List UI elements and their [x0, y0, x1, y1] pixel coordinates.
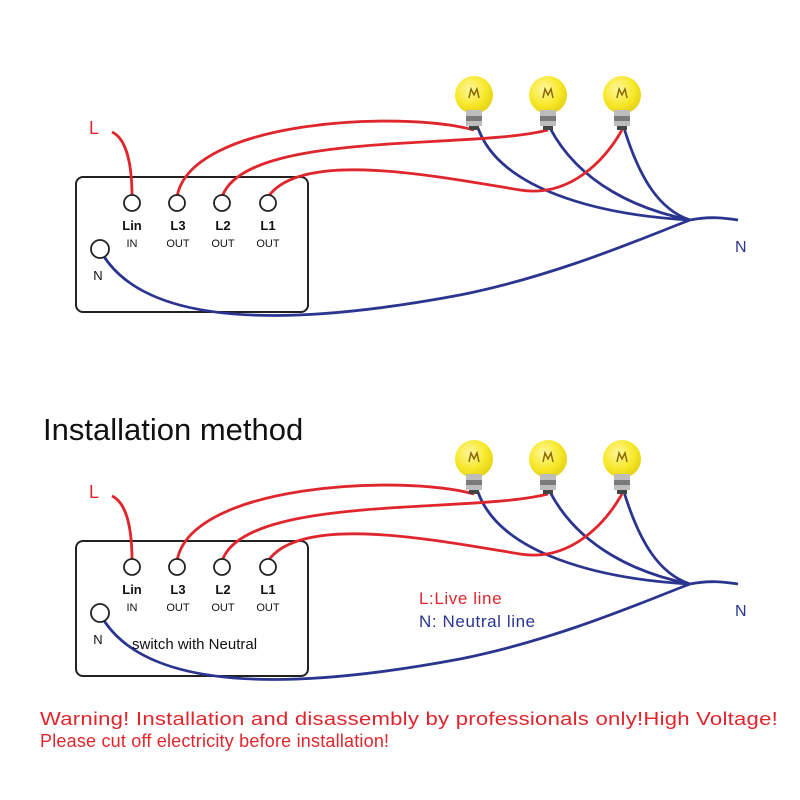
bottom-terminal-label: L1 [260, 582, 275, 597]
bottom-terminal-sublabel: IN [127, 602, 138, 614]
bottom-neutral-label: N [735, 603, 747, 620]
top-terminal-l2 [213, 194, 231, 212]
bottom-neutral-wire-bulb1 [476, 491, 691, 586]
top-live-wire-l3 [175, 119, 475, 198]
bottom-terminal-label: Lin [122, 582, 142, 597]
bottom-terminal-lin [123, 558, 141, 576]
top-terminal-l1 [259, 194, 277, 212]
bottom-terminal-sublabel: OUT [211, 602, 235, 614]
bottom-neutral-wire-bulb3 [622, 491, 691, 586]
bulb-icon [603, 440, 641, 494]
box-caption: switch with Neutral [132, 636, 257, 653]
top-terminal-sublabel: OUT [256, 238, 280, 250]
top-live-wire-l1 [266, 129, 624, 198]
top-neutral-main-wire [101, 218, 691, 317]
top-terminal-sublabel: OUT [211, 238, 235, 250]
top-neutral-terminal-label: N [93, 268, 102, 283]
top-terminal-label: L1 [260, 218, 275, 233]
bottom-neutral-wire-bulb2 [548, 491, 691, 586]
top-terminal-label: L3 [170, 218, 185, 233]
bottom-terminal-l1 [259, 558, 277, 576]
bottom-terminal-n [90, 603, 110, 623]
top-terminal-label: L2 [215, 218, 230, 233]
bottom-live-input-wire [111, 494, 134, 562]
bottom-live-wire-l3 [175, 483, 475, 562]
top-terminal-label: Lin [122, 218, 142, 233]
bottom-neutral-terminal-label: N [93, 632, 102, 647]
bottom-terminal-l2 [213, 558, 231, 576]
bottom-switch-box [75, 540, 309, 677]
bottom-neutral-out-wire [689, 580, 739, 586]
top-neutral-wire-bulb3 [622, 127, 691, 222]
top-live-label: L [89, 118, 99, 138]
top-live-wire-l2 [220, 128, 549, 198]
bottom-terminal-label: L3 [170, 582, 185, 597]
bulb-icon [455, 440, 493, 494]
top-switch-box [75, 176, 309, 313]
bottom-terminal-sublabel: OUT [256, 602, 280, 614]
bottom-terminal-sublabel: OUT [166, 602, 190, 614]
bottom-live-wire-l1 [266, 493, 624, 562]
bulb-icon [529, 440, 567, 494]
bottom-terminal-l3 [168, 558, 186, 576]
top-neutral-wire-bulb1 [476, 127, 691, 222]
section-title: Installation method [43, 412, 303, 447]
top-terminal-n [90, 239, 110, 259]
top-wiring-diagram: Lin IN L3 OUT L2 OUT L1 OUT N L N [75, 76, 747, 317]
top-terminal-sublabel: OUT [166, 238, 190, 250]
bottom-live-label: L [89, 482, 99, 502]
top-neutral-out-wire [689, 216, 739, 222]
legend-neutral-line: N: Neutral line [419, 612, 536, 631]
top-terminal-lin [123, 194, 141, 212]
top-terminal-l3 [168, 194, 186, 212]
top-terminal-sublabel: IN [127, 238, 138, 250]
warning-line-1: Warning! Installation and disassembly by… [40, 709, 778, 729]
bulb-icon [529, 76, 567, 130]
top-live-input-wire [111, 130, 134, 198]
legend-live-line: L:Live line [419, 589, 502, 608]
top-neutral-wire-bulb2 [548, 127, 691, 222]
warning-line-2: Please cut off electricity before instal… [40, 731, 389, 751]
bulb-icon [455, 76, 493, 130]
bottom-neutral-main-wire [101, 582, 691, 681]
bottom-live-wire-l2 [220, 492, 549, 562]
bottom-wiring-diagram: Lin IN L3 OUT L2 OUT L1 OUT N switch wit… [75, 440, 747, 681]
bottom-terminal-label: L2 [215, 582, 230, 597]
top-neutral-label: N [735, 239, 747, 256]
bulb-icon [603, 76, 641, 130]
